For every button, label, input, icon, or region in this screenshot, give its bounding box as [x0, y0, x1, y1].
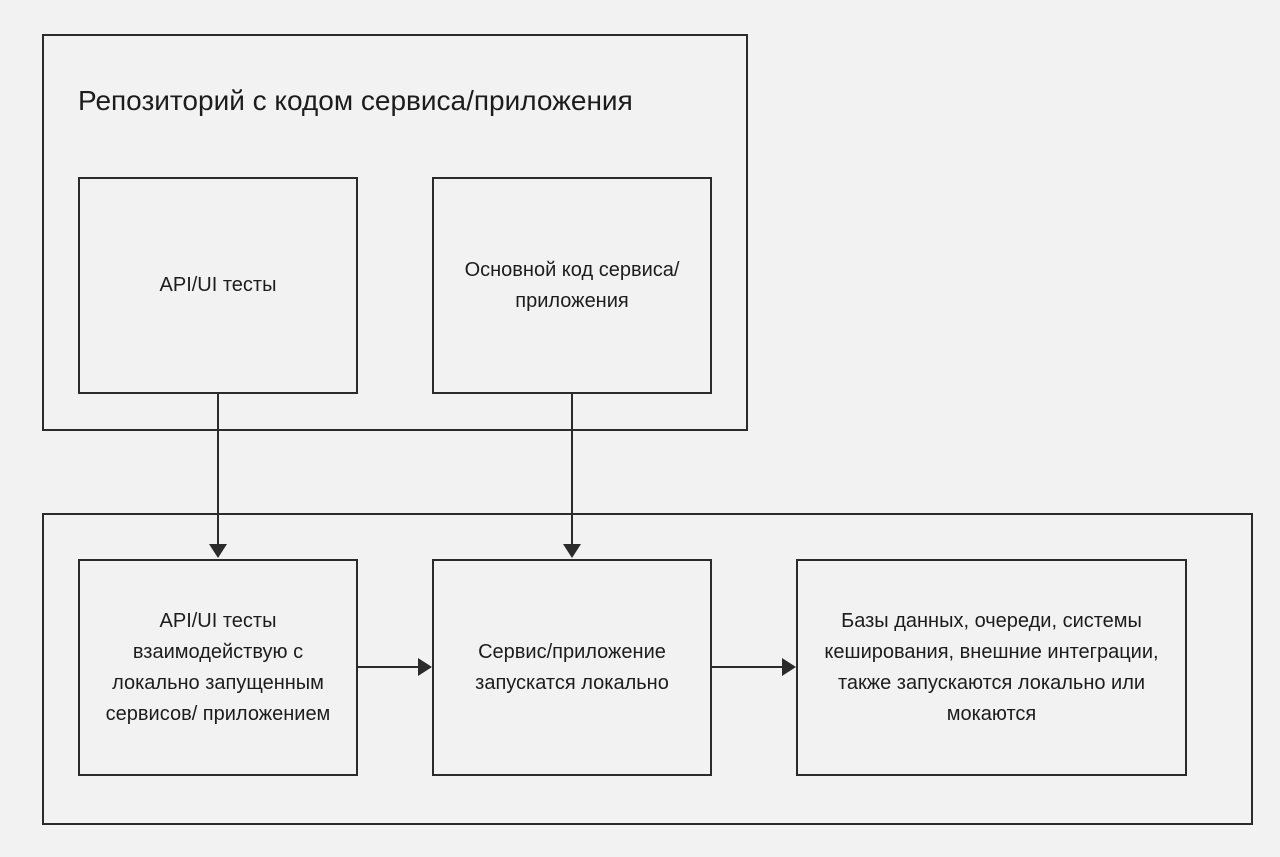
node-main-code-label: Основной код сервиса/ приложения	[464, 258, 680, 312]
repository-title: Репозиторий с кодом сервиса/приложения	[78, 85, 633, 116]
node-service-local-label: Сервис/приложение запускатся локально	[475, 640, 669, 694]
local-environment-group	[42, 513, 1253, 825]
node-tests-interaction: API/UI тесты взаимодействую с локально з…	[78, 559, 358, 776]
node-main-code: Основной код сервиса/ приложения	[432, 177, 712, 394]
node-api-ui-tests: API/UI тесты	[78, 177, 358, 394]
node-infrastructure-label: Базы данных, очереди, системы кешировани…	[824, 609, 1159, 725]
node-api-ui-tests-label: API/UI тесты	[159, 274, 277, 296]
node-tests-interaction-label: API/UI тесты взаимодействую с локально з…	[105, 609, 331, 725]
repository-group	[42, 34, 748, 431]
node-service-local: Сервис/приложение запускатся локально	[432, 559, 712, 776]
node-infrastructure: Базы данных, очереди, системы кешировани…	[796, 559, 1187, 776]
